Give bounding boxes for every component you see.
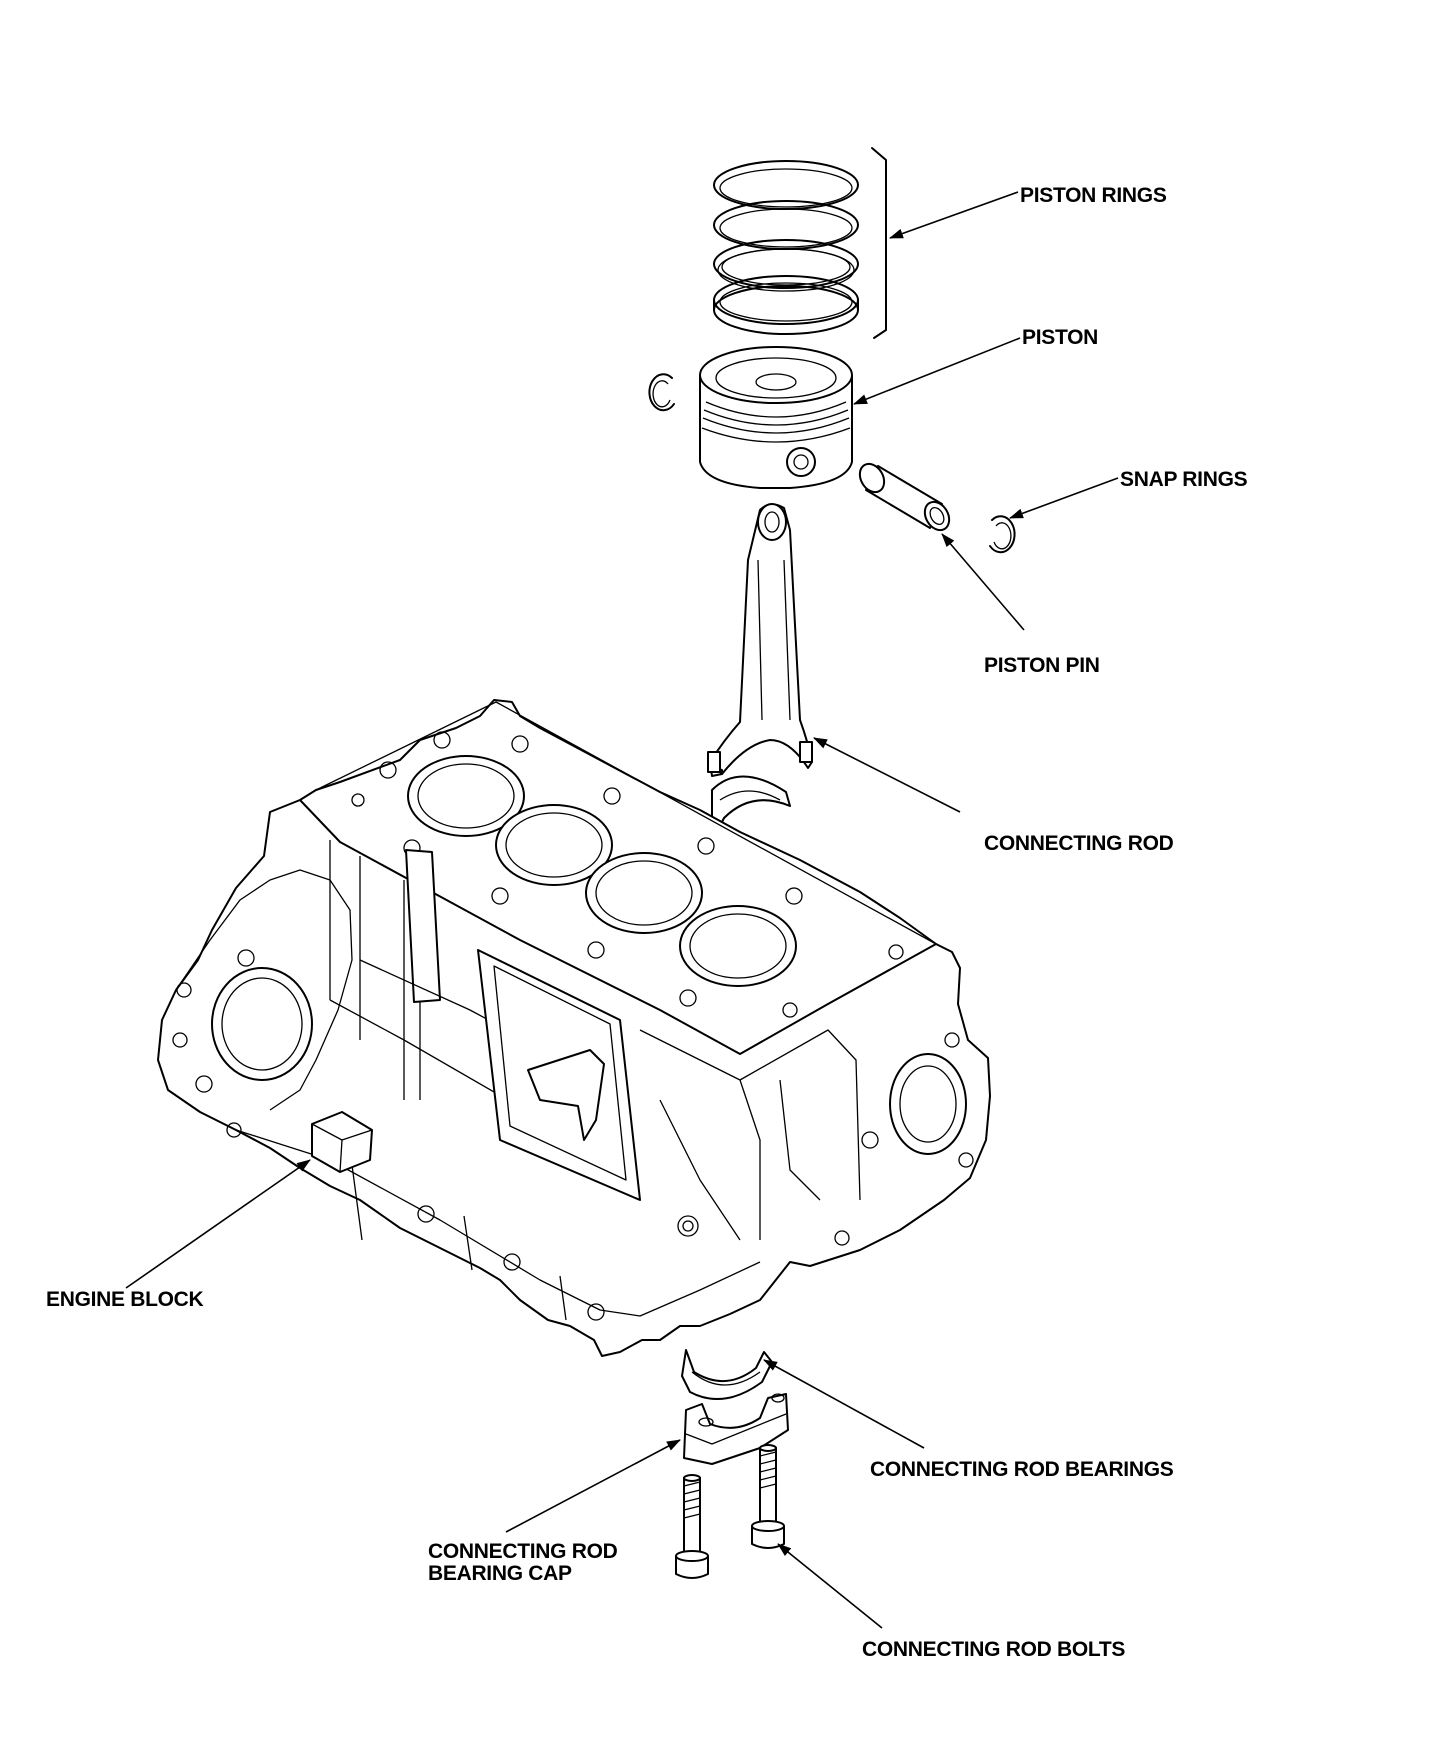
snap-ring-left-drawing [648, 373, 675, 412]
label-connecting-rod-bolts: CONNECTING ROD BOLTS [862, 1638, 1125, 1661]
upper-rod-bearing-drawing [711, 775, 791, 827]
connecting-rod-bolt-right-drawing [751, 1444, 785, 1549]
leader-connecting-rod [813, 737, 961, 813]
snap-ring-right-drawing [989, 515, 1016, 554]
connecting-rod-drawing [707, 503, 813, 777]
lower-rod-bearing-drawing [681, 1349, 773, 1401]
label-bearing-cap-line1: CONNECTING ROD [428, 1540, 618, 1563]
leader-snap-rings [1009, 477, 1119, 519]
leader-piston-rings [889, 191, 1019, 239]
cylinder-bores [407, 755, 797, 987]
label-engine-block: ENGINE BLOCK [46, 1288, 204, 1311]
piston-drawing [699, 346, 853, 489]
label-connecting-rod: CONNECTING ROD [984, 832, 1174, 855]
callout-labels: PISTON RINGS PISTON SNAP RINGS PISTON PI… [46, 184, 1248, 1661]
label-bearing-cap-line2: BEARING CAP [428, 1562, 572, 1585]
label-piston-pin: PISTON PIN [984, 654, 1100, 677]
connecting-rod-bolt-left-drawing [675, 1474, 709, 1579]
piston-pin-drawing [858, 462, 951, 532]
leader-engine-block [125, 1159, 311, 1289]
label-snap-rings: SNAP RINGS [1120, 468, 1248, 491]
label-connecting-rod-bearings: CONNECTING ROD BEARINGS [870, 1458, 1174, 1481]
label-piston-rings: PISTON RINGS [1020, 184, 1167, 207]
leader-connecting-rod-bearings [763, 1359, 925, 1449]
leader-piston-pin [941, 533, 1025, 631]
engine-block-drawing [157, 699, 991, 1357]
label-piston: PISTON [1022, 326, 1098, 349]
leader-bearing-cap [505, 1439, 681, 1533]
leader-piston [853, 337, 1021, 405]
leader-connecting-rod-bolts [777, 1543, 883, 1629]
leader-lines [125, 191, 1119, 1629]
piston-rings-drawing [713, 147, 887, 339]
